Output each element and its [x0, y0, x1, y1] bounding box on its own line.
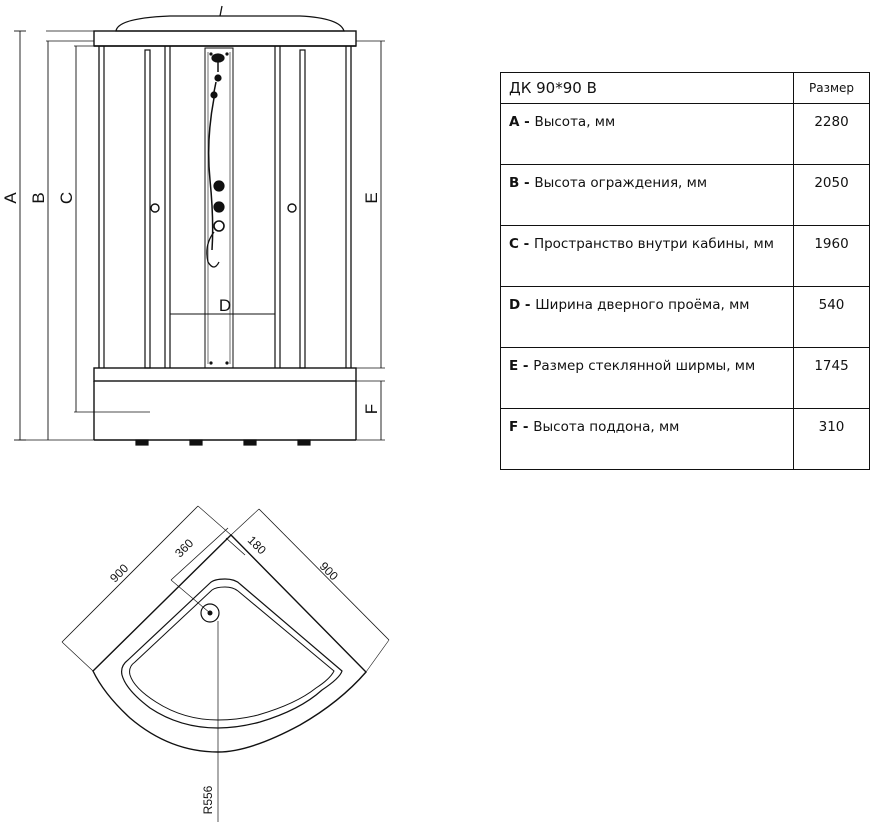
- dim-line-360: [170, 527, 229, 581]
- value-cell: 540: [793, 286, 870, 348]
- dim-line-900-left: [61, 505, 199, 643]
- massage-jet: [213, 180, 225, 192]
- label-radius: R556: [201, 785, 215, 814]
- table-row: D - Ширина дверного проёма, мм 540: [500, 286, 870, 348]
- dim-line-900-right: [258, 508, 390, 641]
- label-180: 180: [245, 533, 269, 557]
- label-f: F: [362, 404, 381, 414]
- label-360: 360: [172, 536, 196, 560]
- param-code: D: [509, 297, 521, 313]
- roof-pin: [219, 5, 223, 17]
- param-sep: -: [519, 114, 535, 130]
- table-row: F - Высота поддона, мм 310: [500, 408, 870, 470]
- param-code: A: [509, 114, 520, 130]
- front-dimensions: [14, 30, 382, 441]
- drain: [200, 603, 220, 623]
- tray-foot: [243, 439, 257, 446]
- value-cell: 2280: [793, 103, 870, 165]
- roof-dome: [115, 15, 345, 32]
- param-code: B: [509, 175, 520, 191]
- param-cell: D - Ширина дверного проёма, мм: [500, 286, 794, 348]
- param-cell: C - Пространство внутри кабины, мм: [500, 225, 794, 287]
- param-cell: E - Размер стеклянной ширмы, мм: [500, 347, 794, 409]
- model-title: ДК 90*90 В: [500, 72, 794, 104]
- right-door-profile: [299, 49, 306, 369]
- param-sep: -: [519, 175, 535, 191]
- label-900-right: 900: [317, 559, 341, 583]
- param-label: Пространство внутри кабины, мм: [533, 236, 774, 252]
- spec-table: ДК 90*90 В Размер A - Высота, мм 2280 B …: [500, 72, 870, 470]
- mixer-knob: [213, 220, 225, 232]
- value-cell: 2050: [793, 164, 870, 226]
- param-label: Высота, мм: [534, 114, 616, 130]
- roof-frame: [93, 30, 357, 47]
- tray-outline-outer: [92, 534, 367, 753]
- param-code: C: [509, 236, 519, 252]
- tray-foot: [297, 439, 311, 446]
- massage-jet: [213, 201, 225, 213]
- value-cell: 310: [793, 408, 870, 470]
- value-cell: 1960: [793, 225, 870, 287]
- label-a: A: [1, 192, 20, 204]
- param-cell: A - Высота, мм: [500, 103, 794, 165]
- label-b: B: [29, 192, 48, 203]
- param-sep: -: [518, 236, 534, 252]
- value-cell: 1745: [793, 347, 870, 409]
- table-row: E - Размер стеклянной ширмы, мм 1745: [500, 347, 870, 409]
- left-door-handle: [150, 203, 160, 213]
- right-door-handle: [287, 203, 297, 213]
- param-sep: -: [518, 419, 534, 435]
- param-code: E: [509, 358, 519, 374]
- param-sep: -: [520, 297, 536, 313]
- tray-foot: [189, 439, 203, 446]
- label-900-left: 900: [107, 561, 131, 585]
- param-code: F: [509, 419, 519, 435]
- table-row: C - Пространство внутри кабины, мм 1960: [500, 225, 870, 287]
- param-label: Высота ограждения, мм: [534, 175, 708, 191]
- table-header-row: ДК 90*90 В Размер: [500, 72, 870, 104]
- size-header: Размер: [793, 72, 870, 104]
- shower-tray: [93, 367, 357, 382]
- table-row: B - Высота ограждения, мм 2050: [500, 164, 870, 226]
- param-cell: F - Высота поддона, мм: [500, 408, 794, 470]
- label-d: D: [219, 296, 231, 315]
- tray-foot: [135, 439, 149, 446]
- label-e: E: [362, 192, 381, 203]
- front-view: [18, 5, 385, 446]
- left-door-profile: [144, 49, 151, 369]
- param-label: Размер стеклянной ширмы, мм: [533, 358, 756, 374]
- param-label: Высота поддона, мм: [533, 419, 680, 435]
- param-cell: B - Высота ограждения, мм: [500, 164, 794, 226]
- dim-line-180: [225, 537, 246, 556]
- shower-head: [211, 53, 225, 63]
- param-sep: -: [518, 358, 534, 374]
- top-view: [61, 505, 390, 822]
- table-row: A - Высота, мм 2280: [500, 103, 870, 165]
- tray-outline-inner: [121, 578, 343, 729]
- param-label: Ширина дверного проёма, мм: [535, 297, 750, 313]
- label-c: C: [57, 192, 76, 204]
- shower-hose: [207, 97, 215, 251]
